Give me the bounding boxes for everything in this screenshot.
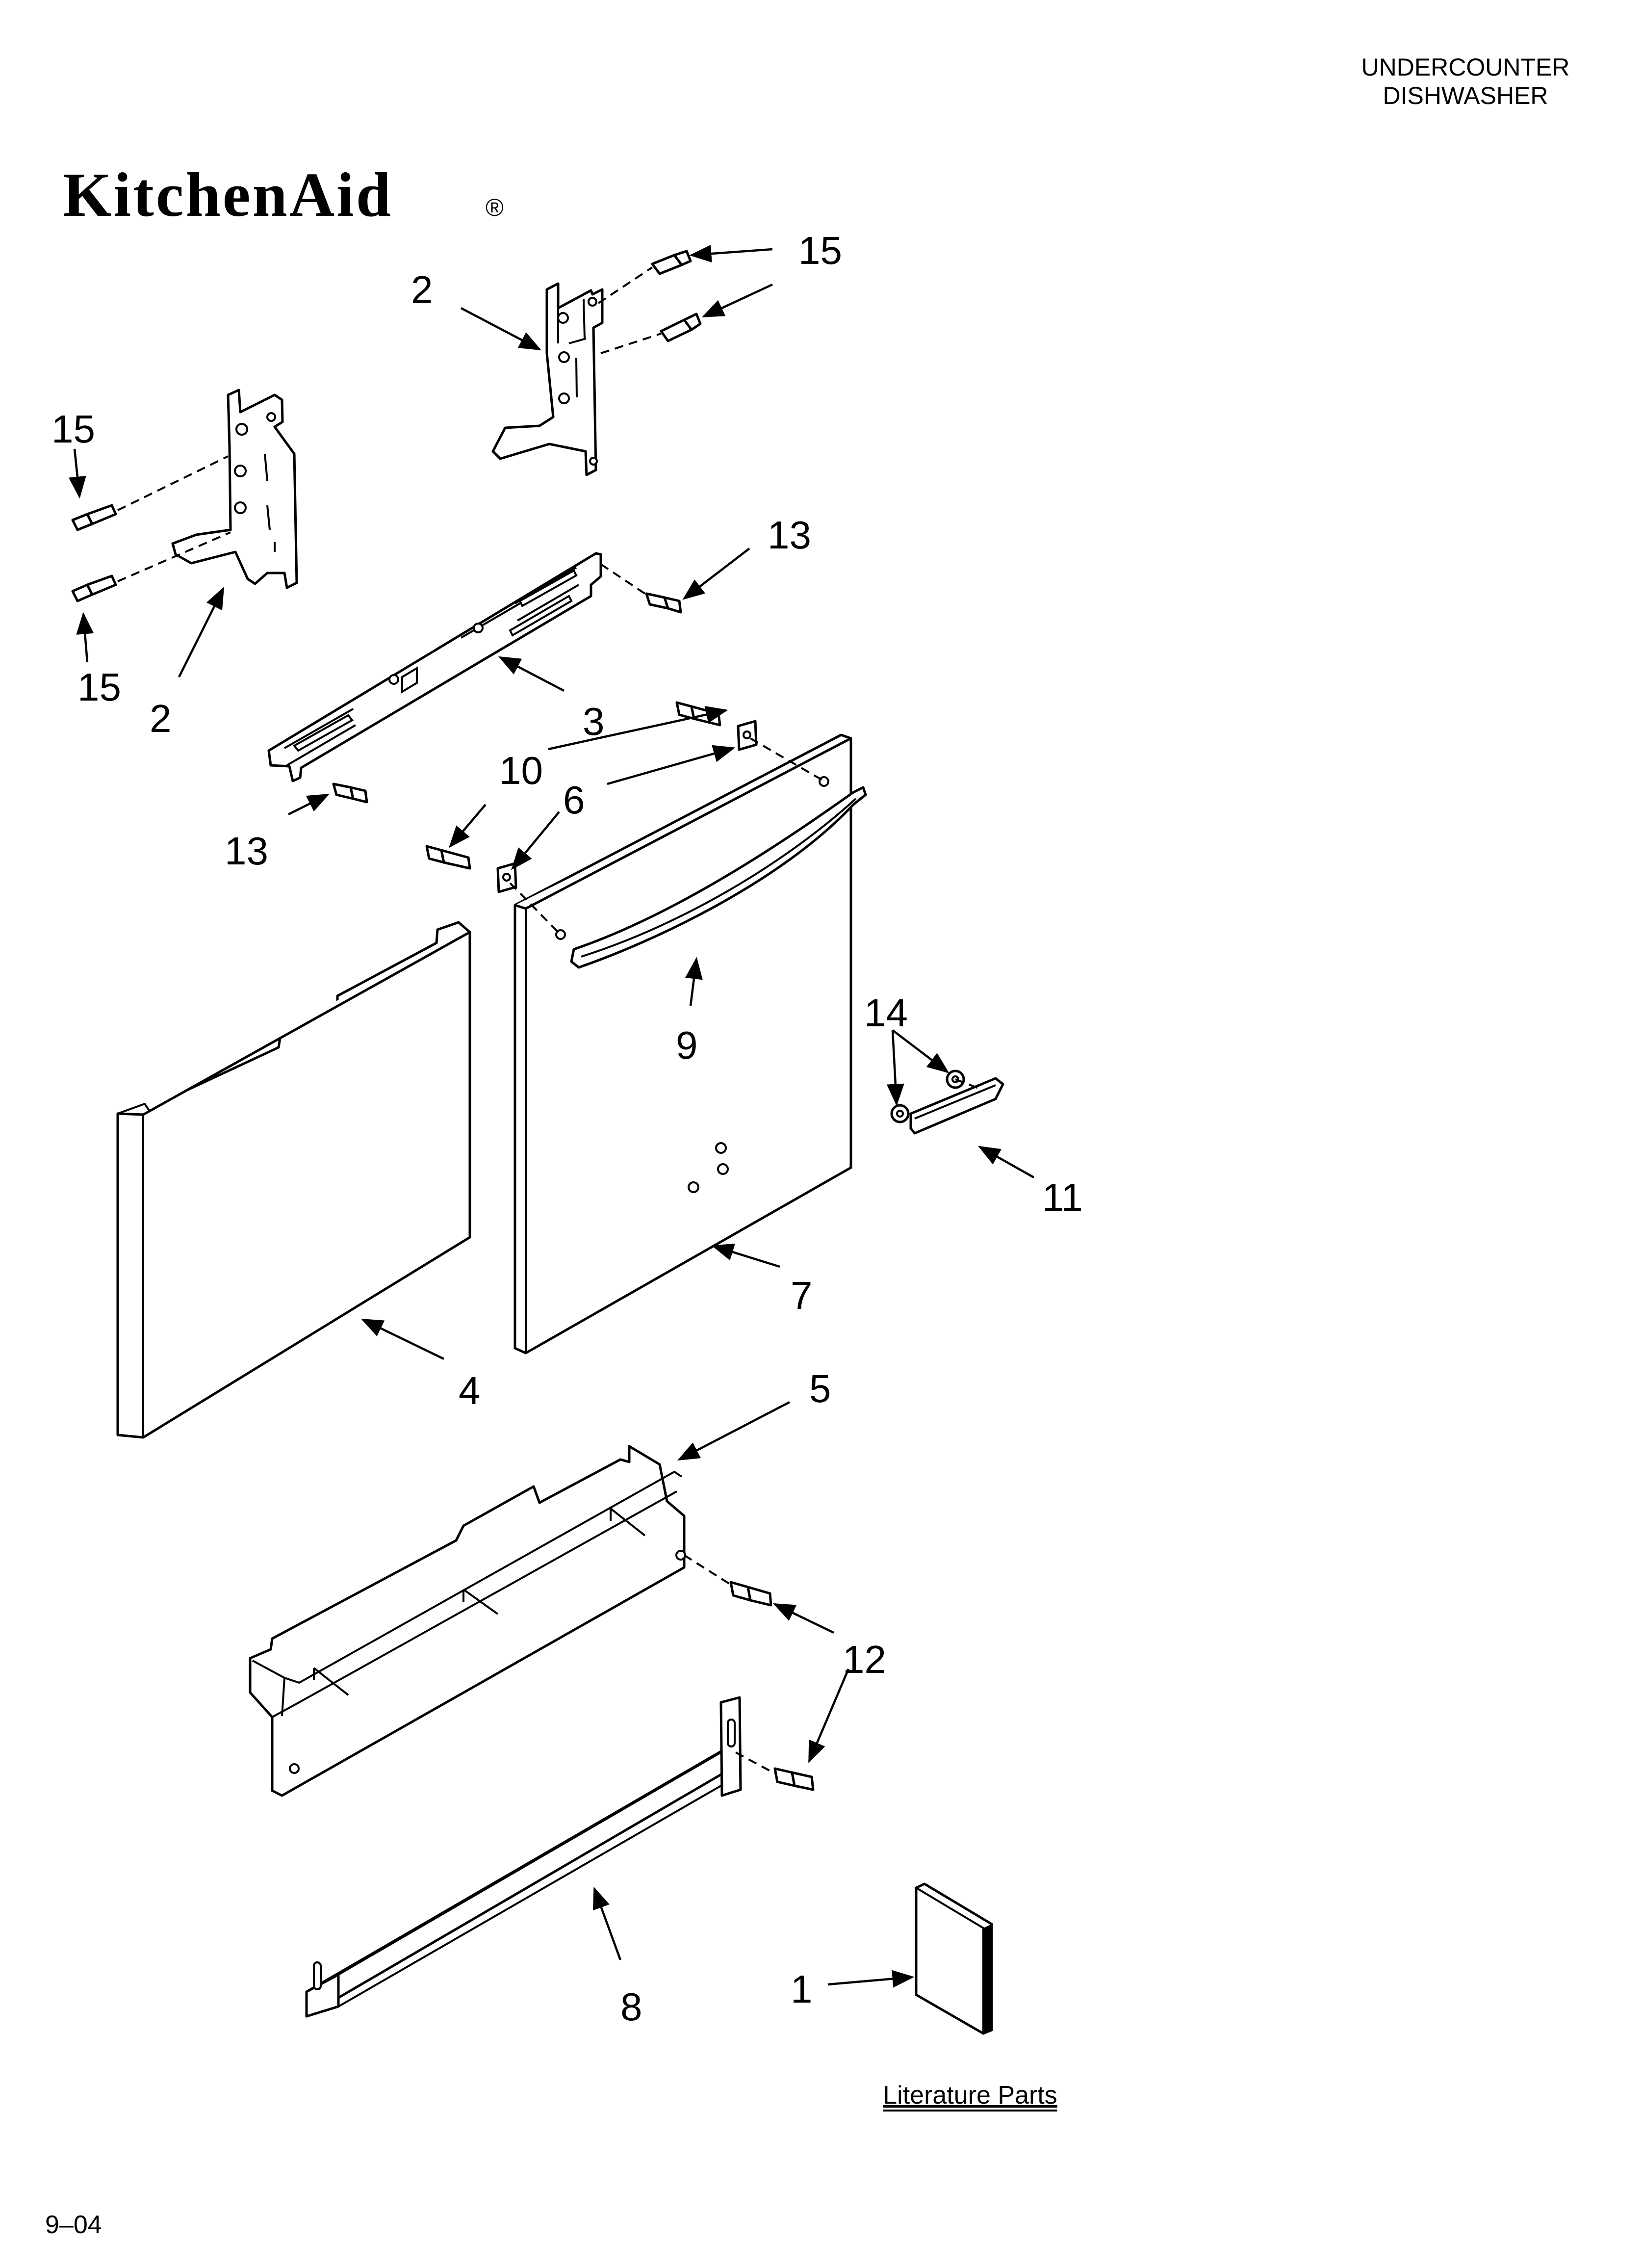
screw-13-right [645, 592, 682, 614]
screw-15-left-b [71, 574, 117, 602]
assembly-dashed-lines [117, 266, 981, 1774]
callout-13-left: 13 [225, 829, 268, 873]
brand-logo: KitchenAid ® [63, 160, 504, 230]
header-line-1: UNDERCOUNTER [1361, 53, 1570, 81]
part-1-literature-book [915, 1882, 993, 2035]
part-2-bracket-left [171, 389, 298, 589]
brand-logo-text: KitchenAid [63, 160, 393, 230]
part-14-nut-lower [890, 1104, 910, 1123]
footer-code: 9–04 [45, 2211, 102, 2239]
screw-13-left [332, 782, 368, 804]
callout-14: 14 [864, 991, 908, 1035]
callout-7: 7 [791, 1274, 813, 1317]
callout-15-left-bottom: 15 [77, 665, 121, 709]
literature-parts-label: Literature Parts [883, 2081, 1057, 2110]
part-9-handle [570, 786, 867, 969]
part-11-badge [909, 1077, 1004, 1135]
callout-2-left: 2 [150, 697, 172, 740]
part-8-kick-plate [305, 1696, 742, 2018]
part-4-side-panel [116, 921, 471, 1439]
callout-3: 3 [583, 700, 605, 743]
callout-13-right: 13 [768, 513, 811, 557]
header-line-2: DISHWASHER [1383, 82, 1548, 109]
part-2-bracket-right [491, 282, 604, 476]
callout-15-top: 15 [798, 229, 842, 272]
part-3-rail [267, 552, 602, 782]
part-5-toe-panel [249, 1445, 686, 1797]
callout-8: 8 [620, 1985, 642, 2029]
callout-1: 1 [791, 1967, 813, 2011]
part-7-door-panel [513, 733, 852, 1355]
screw-15-top-a [651, 250, 692, 275]
callout-9: 9 [676, 1023, 698, 1067]
callout-5: 5 [809, 1367, 831, 1410]
screw-12-lower [773, 1767, 815, 1791]
callout-6: 6 [563, 778, 585, 822]
leader-arrows [68, 245, 1035, 1988]
screw-15-left-a [71, 504, 117, 531]
screw-15-top-b [660, 313, 702, 342]
part-6-clip-upper [737, 720, 758, 751]
callout-12: 12 [843, 1638, 886, 1681]
callout-4: 4 [459, 1369, 481, 1412]
callout-10: 10 [499, 749, 543, 792]
callout-15-left-top: 15 [51, 407, 95, 451]
callout-11: 11 [1042, 1175, 1083, 1219]
screw-12-upper [729, 1581, 772, 1607]
callout-2-top: 2 [411, 268, 433, 312]
screw-10-lower [425, 845, 471, 870]
registered-mark: ® [486, 194, 504, 221]
